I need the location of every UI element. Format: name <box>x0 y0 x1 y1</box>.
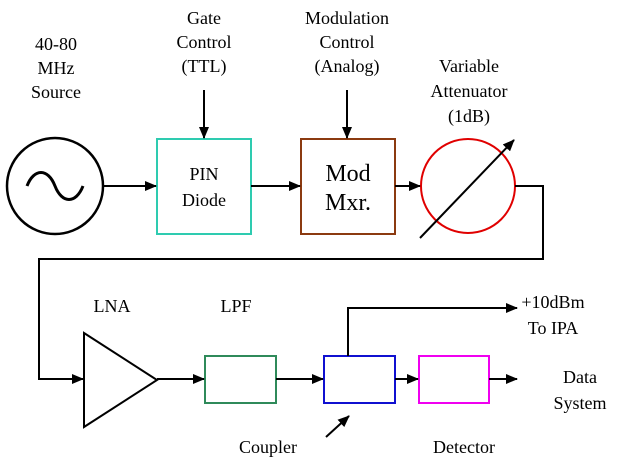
detector-label: Detector <box>433 437 495 457</box>
coupler-to-ipa-wire <box>347 303 518 356</box>
attenuator-label-line2: Attenuator <box>431 81 508 101</box>
gate-control-line1: Gate <box>187 8 221 28</box>
attenuator-to-lna-wire <box>38 185 544 384</box>
source-label: 40-80 MHz Source <box>31 34 81 102</box>
attenuator-label-line1: Variable <box>439 56 499 76</box>
modulation-control-label: Modulation Control (Analog) <box>305 8 389 77</box>
modulation-control-line1: Modulation <box>305 8 389 28</box>
lna-label: LNA <box>94 296 131 316</box>
attenuator-label: Variable Attenuator (1dB) <box>431 56 508 127</box>
source-label-line1: 40-80 <box>35 34 77 54</box>
mod-mixer-label-line1: Mod <box>325 161 370 187</box>
gate-control-line3: (TTL) <box>182 56 227 77</box>
gate-control-line2: Control <box>176 32 231 52</box>
source-label-line3: Source <box>31 82 81 102</box>
gate-control-label: Gate Control (TTL) <box>176 8 231 77</box>
source-label-line2: MHz <box>38 58 75 78</box>
lna-amplifier <box>83 331 159 429</box>
detector-block <box>418 355 490 404</box>
attenuator-icon <box>419 138 516 239</box>
source-icon <box>5 136 105 236</box>
coupler-block <box>323 355 396 404</box>
output-ipa-label-line2: To IPA <box>528 318 579 338</box>
coupler-pointer-arrow <box>325 415 350 438</box>
pin-diode-label-line1: PIN <box>189 164 218 184</box>
pin-diode-label-line2: Diode <box>182 190 226 210</box>
coupler-label: Coupler <box>239 437 297 457</box>
data-system-label-line1: Data <box>563 367 597 387</box>
output-ipa-label-line1: +10dBm <box>521 292 584 312</box>
modulation-control-line2: Control <box>319 32 374 52</box>
mod-mixer-label-line2: Mxr. <box>325 190 371 216</box>
lpf-block <box>204 355 277 404</box>
pin-diode-block <box>156 138 252 235</box>
attenuator-label-line3: (1dB) <box>448 106 490 127</box>
data-system-label-line2: System <box>553 393 606 413</box>
lpf-label: LPF <box>220 296 251 316</box>
modulation-control-line3: (Analog) <box>315 56 380 77</box>
